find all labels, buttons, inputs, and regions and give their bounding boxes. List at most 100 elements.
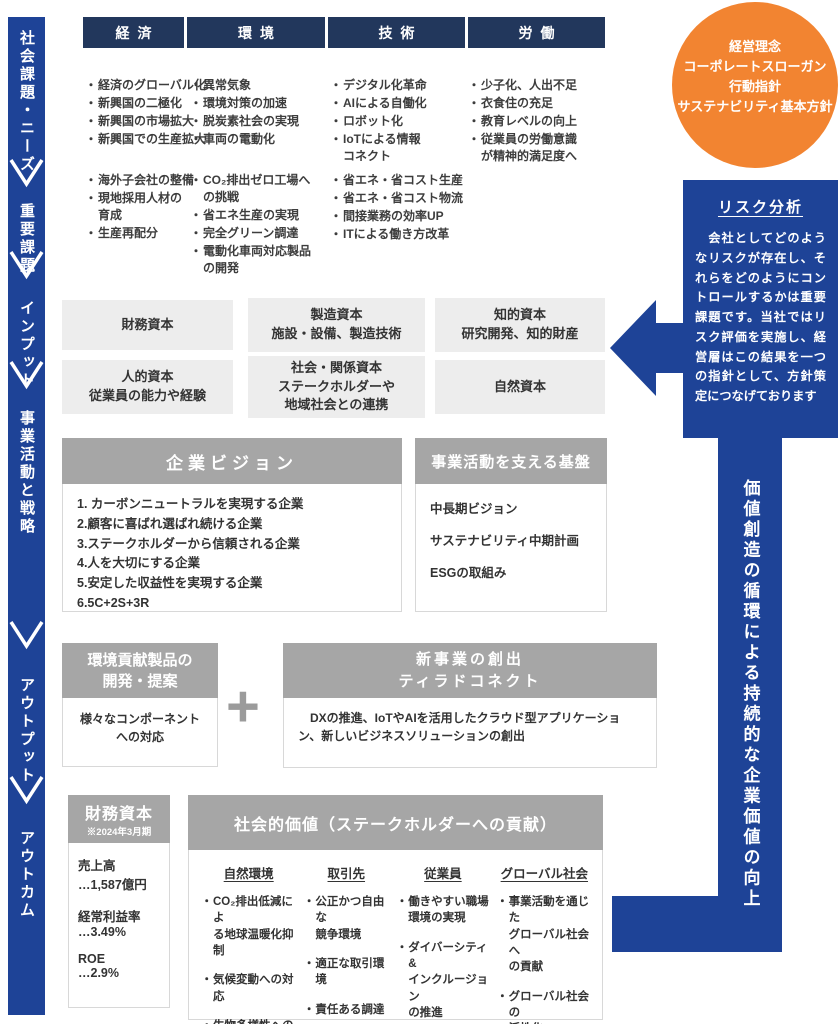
list-item: 少子化、人出不足 — [468, 77, 608, 94]
corporate-vision-panel: 企業ビジョン 1. カーボンニュートラルを実現する企業 2.顧客に喜ばれ選ばれ続け… — [62, 438, 402, 612]
list-item: CO₂排出ゼロ工場へ の挑戦 — [190, 172, 330, 206]
social-col-global: グローバル社会 事業活動を通じた グローバル社会へ の貢献グローバル社会の 活性… — [497, 863, 592, 1024]
stage-key-issues: 重要課題 — [18, 203, 35, 275]
economy-needs-list: 経済のグローバル化新興国の二極化新興国の市場拡大新興国での生産拡大 — [85, 77, 217, 149]
value-cycle-label: 価値創造の循環による持続的な企業価値の向上 — [740, 479, 760, 910]
social-value-panel: 社会的価値（ステークホルダーへの貢献） 自然環境 CO₂排出低減によ る地球温暖… — [188, 795, 603, 1024]
list-item: CO₂排出低減によ る地球温暖化抑制 — [201, 894, 296, 959]
management-philosophy-circle: 経営理念 コーポレートスローガン 行動指針 サステナビリティ基本方針 — [672, 2, 838, 168]
chevron-down-icon — [9, 621, 44, 650]
capital-social-relationship: 社会・関係資本 ステークホルダーや 地域社会との連携 — [248, 356, 425, 418]
financial-capital-title: 財務資本 — [84, 806, 153, 823]
tab-labor: 労働 — [468, 17, 605, 48]
risk-analysis-title: リスク分析 — [717, 199, 803, 216]
list-item: 間接業務の効率UP — [330, 208, 472, 225]
capital-intellectual: 知的資本 研究開発、知的財産 — [435, 298, 605, 352]
capital-financial: 財務資本 — [62, 300, 233, 350]
list-item: 海外子会社の整備 — [85, 172, 217, 189]
list-item: 1. カーボンニュートラルを実現する企業 — [77, 497, 304, 511]
list-item: ダイバーシティ& インクルージョン の推進 — [396, 940, 489, 1022]
eco-product-body: 様々なコンポーネント への対応 — [79, 712, 200, 744]
list-item: ITによる働き方改革 — [330, 226, 472, 243]
list-item: 教育レベルの向上 — [468, 113, 608, 130]
financial-metrics: 売上高 …1,587億円 経常利益率 …3.49% ROE …2.9% — [69, 843, 169, 980]
list-item: 省エネ・省コスト生産 — [330, 172, 472, 189]
eco-product-title: 環境貢献製品の 開発・提案 — [62, 643, 218, 698]
labor-needs-list: 少子化、人出不足衣食住の充足教育レベルの向上従業員の労働意識 が精神的満足度へ — [468, 77, 608, 166]
list-item: 電動化車両対応製品 の開発 — [190, 243, 330, 277]
value-cycle-bar-arm — [612, 896, 782, 952]
metric-profit-label: 経常利益率 — [78, 910, 141, 924]
corporate-vision-title: 企業ビジョン — [62, 438, 402, 484]
tab-economy: 経済 — [83, 17, 184, 48]
metric-roe-value: …2.9% — [78, 966, 119, 980]
metric-profit-value: …3.49% — [78, 925, 126, 939]
stage-outcome: アウトカム — [18, 830, 35, 920]
list-item: 働きやすい職場 環境の実現 — [396, 894, 489, 927]
corporate-vision-list: 1. カーボンニュートラルを実現する企業 2.顧客に喜ばれ選ばれ続ける企業 3.ステ… — [63, 484, 401, 614]
list-item: 車両の電動化 — [190, 131, 330, 148]
social-col-nature: 自然環境 CO₂排出低減によ る地球温暖化抑制気候変動への対応生物多様性への 配… — [201, 863, 296, 1024]
social-value-title: 社会的価値（ステークホルダーへの貢献） — [188, 795, 603, 850]
list-item: 3.ステークホルダーから信頼される企業 — [77, 536, 300, 551]
tab-environment: 環境 — [187, 17, 325, 48]
stage-business-strategy: 事業活動と戦略 — [18, 410, 35, 536]
environment-issues-list: CO₂排出ゼロ工場へ の挑戦省エネ生産の実現完全グリーン調達電動化車両対応製品 … — [190, 172, 330, 278]
technology-issues-list: 省エネ・省コスト生産省エネ・省コスト物流間接業務の効率UPITによる働き方改革 — [330, 172, 472, 244]
chevron-down-icon — [9, 159, 44, 188]
list-item: ESGの取組み — [430, 566, 507, 580]
capital-human: 人的資本 従業員の能力や経験 — [62, 360, 233, 414]
risk-analysis-box: リスク分析 会社としてどのようなリスクが存在し、それらをどのようにコントロールす… — [683, 180, 838, 438]
list-item: 公正かつ自由な 競争環境 — [303, 894, 389, 943]
list-item: 省エネ・省コスト物流 — [330, 190, 472, 207]
list-item: 現地採用人材の 育成 — [85, 190, 217, 224]
arrow-left-icon — [610, 300, 684, 396]
list-item: 異常気象 — [190, 77, 330, 94]
list-item: 生物多様性への 配慮 — [201, 1018, 296, 1024]
capital-manufacturing: 製造資本 施設・設備、製造技術 — [248, 298, 425, 352]
list-item: 環境対策の加速 — [190, 95, 330, 112]
new-business-body: DXの推進、IoTやAIを活用したクラウド型アプリケーション、新しいビジネスソリ… — [298, 711, 621, 743]
management-philosophy-text: 経営理念 コーポレートスローガン 行動指針 サステナビリティ基本方針 — [677, 38, 833, 115]
metric-sales-label: 売上高 — [78, 859, 116, 873]
eco-product-panel: 環境貢献製品の 開発・提案 様々なコンポーネント への対応 — [62, 643, 218, 767]
list-item: 新興国の二極化 — [85, 95, 217, 112]
list-item: 経済のグローバル化 — [85, 77, 217, 94]
stage-social-issues: 社会課題・ニーズ — [18, 30, 35, 174]
business-foundation-title: 事業活動を支える基盤 — [415, 438, 607, 484]
stage-sidebar: 社会課題・ニーズ 重要課題 インプット 事業活動と戦略 アウトプット アウトカム — [8, 17, 45, 1015]
financial-capital-note: ※2024年3月期 — [86, 827, 152, 838]
risk-analysis-body: 会社としてどのようなリスクが存在し、それらをどのようにコントロールするかは重要課… — [695, 231, 826, 404]
list-item: 5.安定した収益性を実現する企業 — [77, 576, 263, 590]
list-item: 4.人を大切にする企業 — [77, 556, 201, 571]
metric-sales-value: …1,587億円 — [78, 878, 147, 892]
list-item: グローバル社会の 活性化 — [497, 989, 592, 1024]
technology-needs-list: デジタル化革命AIによる自働化ロボット化IoTによる情報 コネクト — [330, 77, 470, 166]
chevron-down-icon — [9, 361, 44, 390]
new-business-title: 新事業の創出 ティラドコネクト — [283, 643, 657, 698]
financial-capital-panel: 財務資本 ※2024年3月期 売上高 …1,587億円 経常利益率 …3.49%… — [68, 795, 170, 1008]
chevron-down-icon — [9, 251, 44, 280]
list-item: 従業員の労働意識 が精神的満足度へ — [468, 131, 608, 165]
business-foundation-panel: 事業活動を支える基盤 中長期ビジョンサステナビリティ中期計画 ESGの取組み — [415, 438, 607, 612]
economy-issues-list: 海外子会社の整備現地採用人材の 育成生産再配分 — [85, 172, 217, 243]
list-item: 事業活動を通じた グローバル社会へ の貢献 — [497, 894, 592, 976]
list-item: ロボット化 — [330, 113, 470, 130]
capital-natural: 自然資本 — [435, 360, 605, 414]
list-item: IoTによる情報 コネクト — [330, 131, 470, 165]
list-item: 2.顧客に喜ばれ選ばれ続ける企業 — [77, 516, 263, 531]
metric-roe-label: ROE — [78, 952, 106, 966]
list-item: 新興国での生産拡大 — [85, 131, 217, 148]
list-item: 中長期ビジョン — [430, 502, 518, 516]
new-business-panel: 新事業の創出 ティラドコネクト DXの推進、IoTやAIを活用したクラウド型アプ… — [283, 643, 657, 768]
list-item: 省エネ生産の実現 — [190, 207, 330, 224]
list-item: 衣食住の充足 — [468, 95, 608, 112]
value-cycle-bar — [718, 437, 782, 952]
financial-capital-header: 財務資本 ※2024年3月期 — [68, 795, 170, 843]
social-col-partners: 取引先 公正かつ自由な 競争環境適正な取引環境責任ある調達 — [303, 863, 389, 1024]
list-item: 生産再配分 — [85, 225, 217, 242]
list-item: 新興国の市場拡大 — [85, 113, 217, 130]
list-item: サステナビリティ中期計画 — [430, 534, 580, 548]
stage-output: アウトプット — [18, 677, 35, 785]
